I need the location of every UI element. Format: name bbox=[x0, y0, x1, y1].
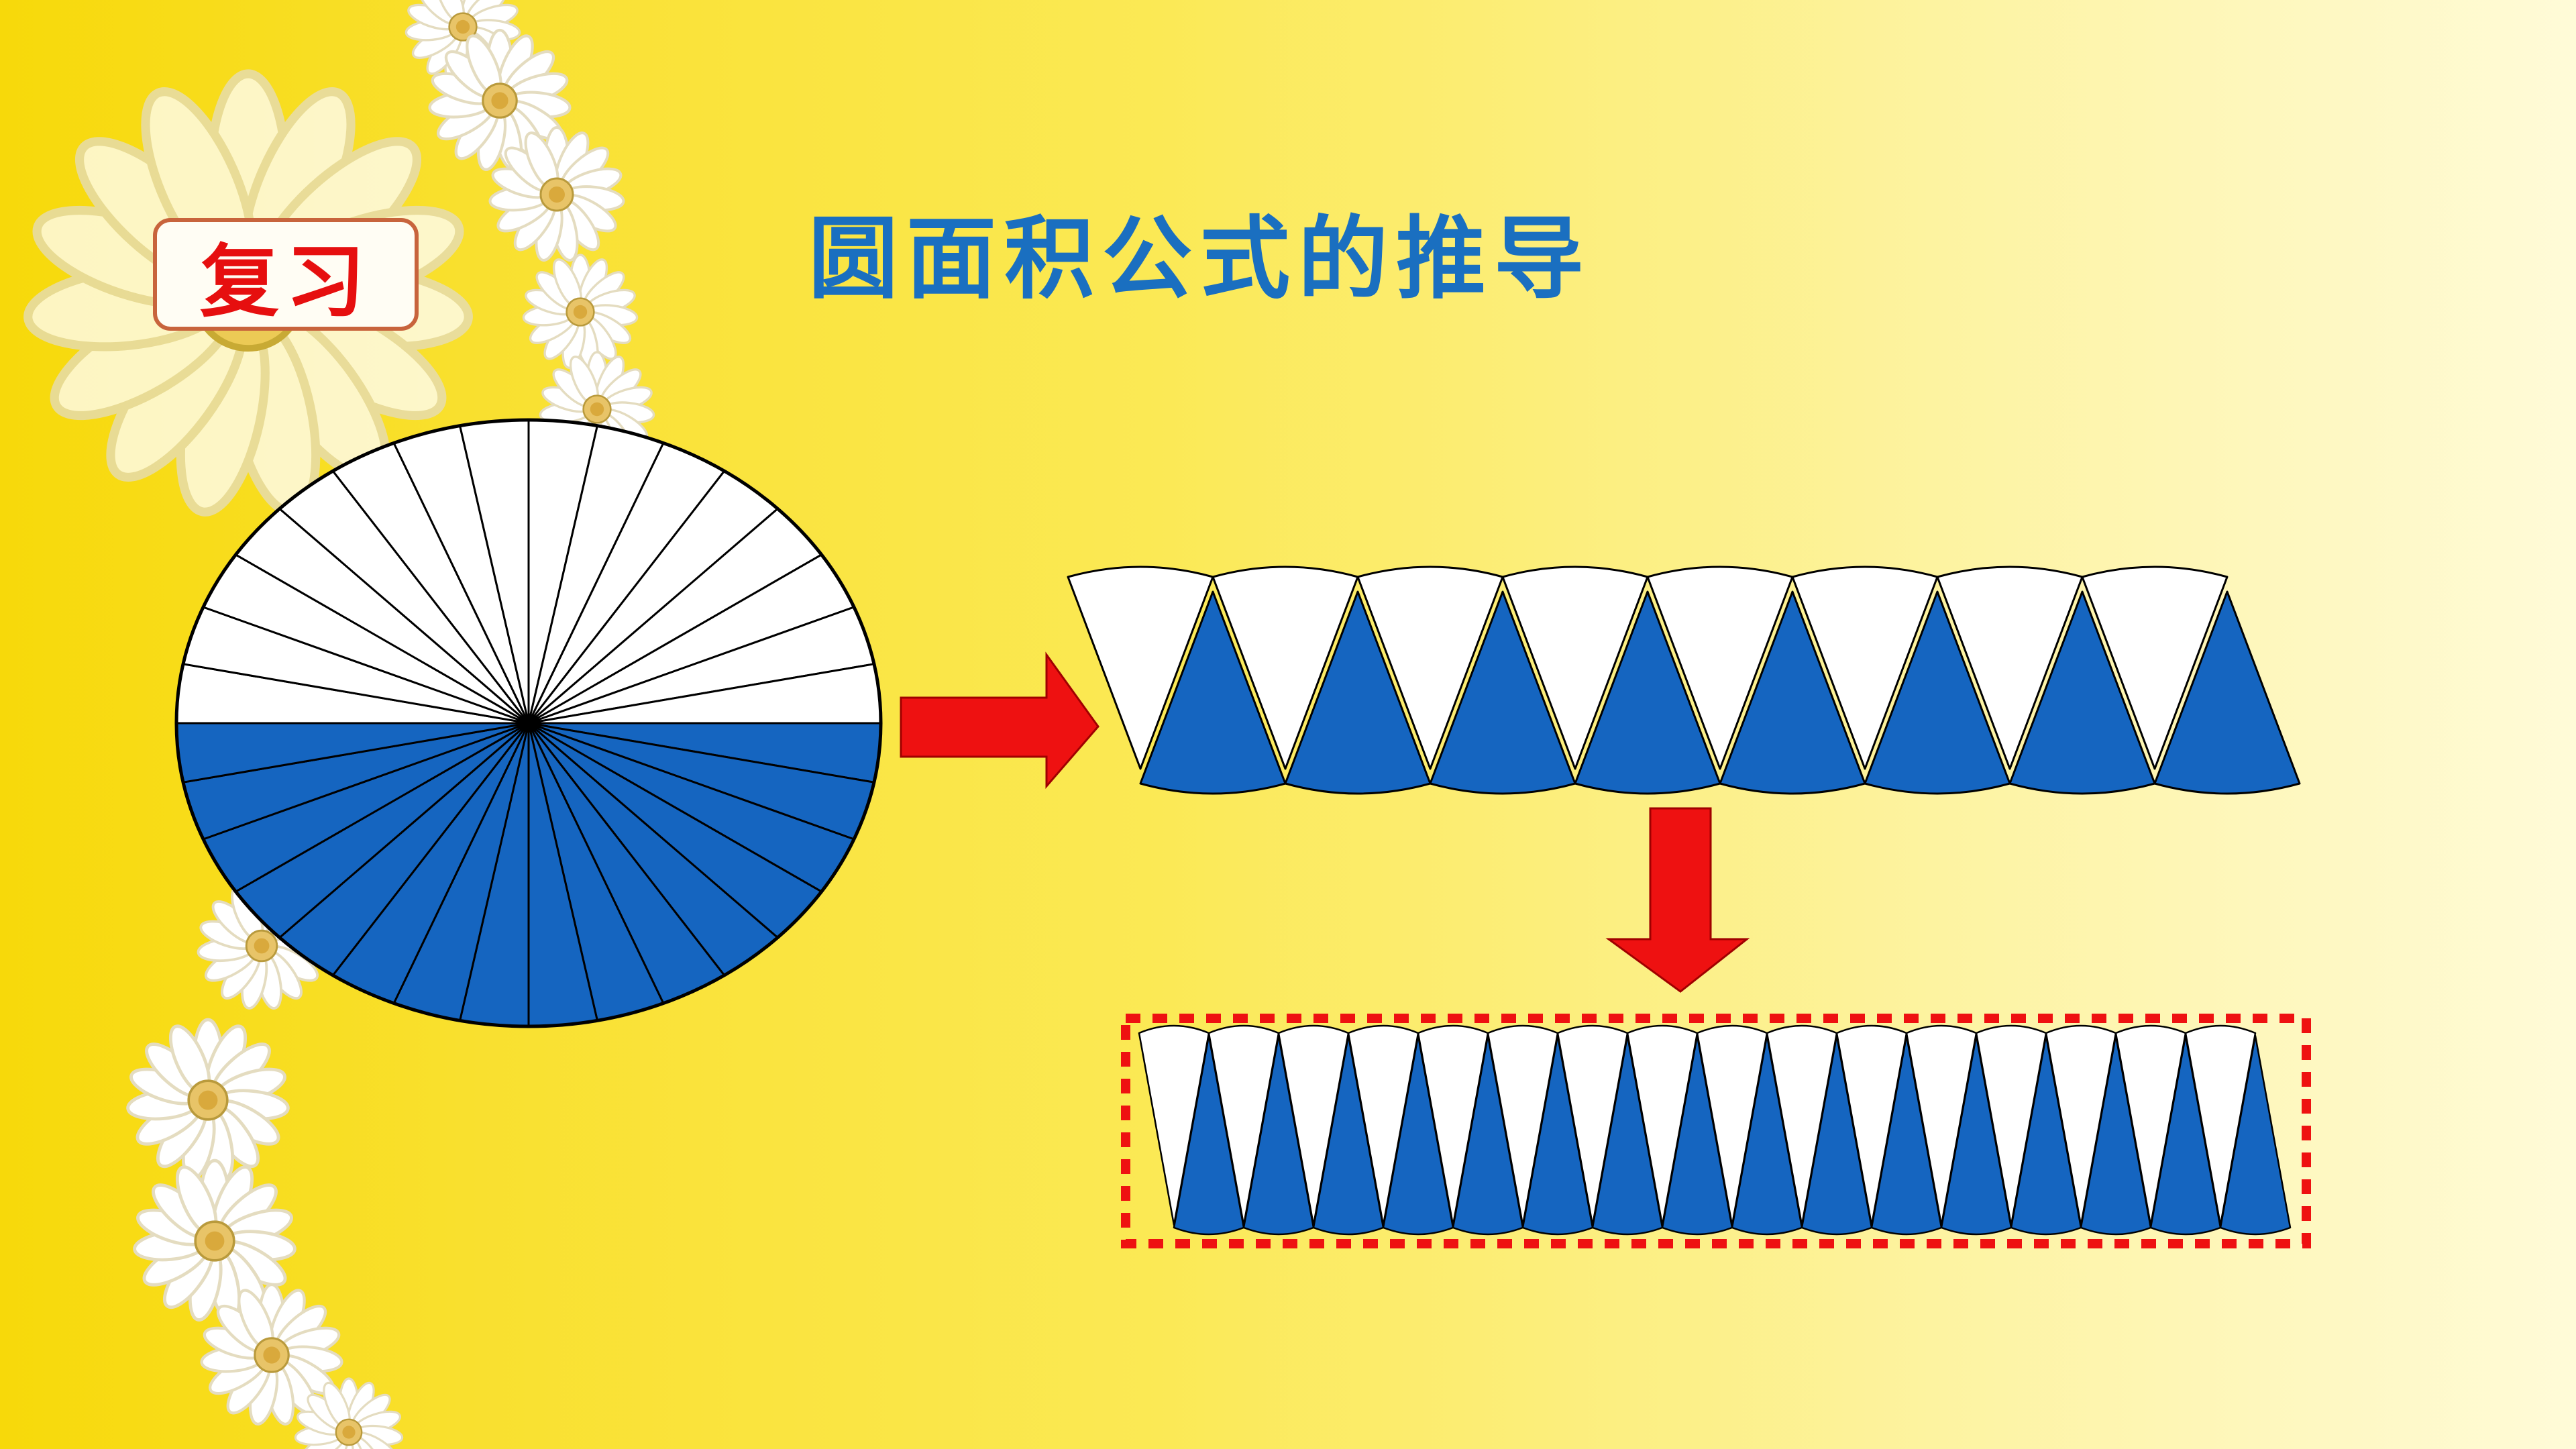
strip-sector-white bbox=[1501, 566, 1649, 770]
strip-sector-white bbox=[1212, 566, 1359, 770]
strip-sector-white bbox=[1646, 566, 1794, 770]
dashed-frame bbox=[1121, 1014, 2311, 1248]
rect-sector-white bbox=[2184, 1024, 2257, 1226]
strip-sector-white bbox=[1067, 566, 1214, 770]
strip-sector-blue bbox=[2008, 590, 2156, 795]
strip-sector-blue bbox=[1719, 590, 1866, 795]
strip-sector-blue bbox=[1429, 590, 1576, 795]
strip-sector-blue bbox=[1574, 590, 1721, 795]
review-badge: 复习 bbox=[153, 218, 419, 331]
strip-sector-white bbox=[1936, 566, 2084, 770]
strip-sector-white bbox=[1791, 566, 1939, 770]
strip-sector-blue bbox=[1139, 590, 1287, 795]
right-arrow-icon bbox=[900, 651, 1099, 790]
strip-sector-blue bbox=[2153, 590, 2301, 795]
slide-title: 圆面积公式的推导 bbox=[808, 205, 1593, 311]
strip-sector-blue bbox=[1284, 590, 1432, 795]
rect-sector-blue bbox=[2219, 1034, 2292, 1236]
strip-sector-white bbox=[1356, 566, 1504, 770]
strip-sector-white bbox=[2081, 566, 2229, 770]
down-arrow-icon bbox=[1605, 807, 1750, 993]
circle-outline bbox=[174, 418, 883, 1028]
strip-sector-blue bbox=[1864, 590, 2011, 795]
